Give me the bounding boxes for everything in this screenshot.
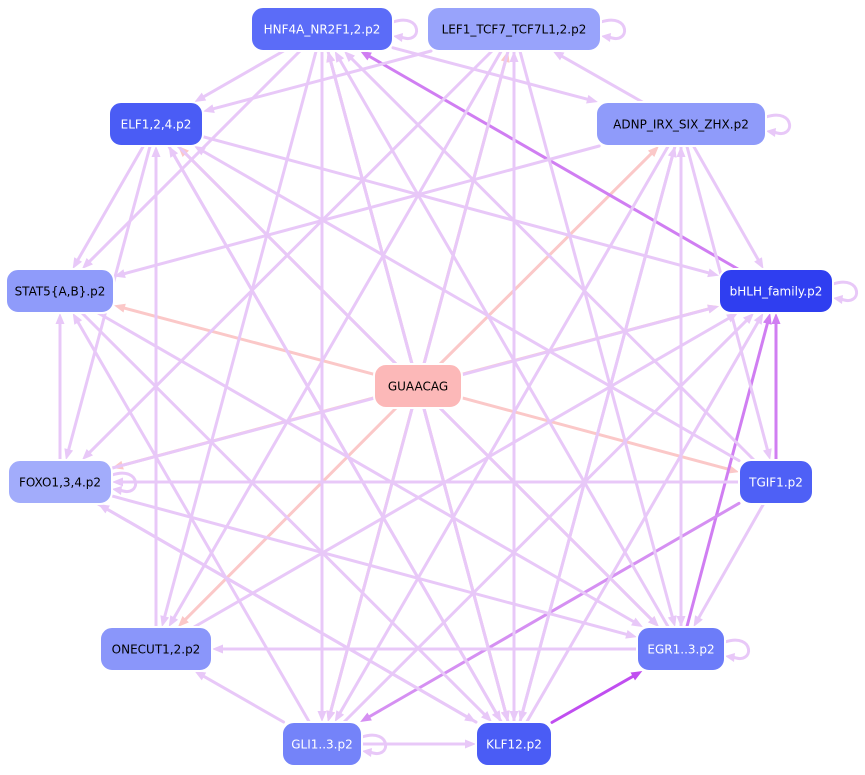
edge-foxo-to-stat5 [55,313,65,462]
node-label: FOXO1,3,4.p2 [19,476,101,490]
node-label: bHLH_family.p2 [730,285,823,299]
node-elf1[interactable]: ELF1,2,4.p2 [108,101,204,147]
node-box [250,6,394,52]
edge-adnp-to-lef1 [552,51,644,104]
edge-tgif1-to-hnf4a [344,51,756,462]
edge-elf1-to-bhlh [201,135,719,278]
node-label: KLF12.p2 [486,738,542,752]
edge-tgif1-to-bhlh [771,313,781,462]
edge-klf12-to-egr1 [550,671,643,724]
edge-stat5-to-egr1 [96,311,643,627]
edge-gli1-to-klf12 [360,739,476,749]
edge-gli1-to-bhlh [342,313,754,724]
edge-egr1-to-bhlh [685,313,772,629]
edge-hnf4a-to-onecut [160,49,318,627]
edge-adnp-to-stat5 [114,144,601,278]
edge-klf12-to-foxo [98,504,478,724]
node-guaacag[interactable]: GUAACAG [373,363,463,409]
edge-lef1-to-egr1 [518,49,677,627]
node-adnp[interactable]: ADNP_IRX_SIX_ZHX.p2 [595,101,767,147]
node-lef1[interactable]: LEF1_TCF7_TCF7L1,2.p2 [426,6,602,52]
edge-tgif1-to-foxo [112,477,741,487]
edge-klf12-to-adnp [518,146,677,724]
node-box [426,6,602,52]
node-label: EGR1..3.p2 [647,643,714,657]
node-box [373,363,463,409]
node-label: TGIF1.p2 [748,476,803,490]
edge-adnp-to-gli1 [334,144,670,722]
edge-adnp-to-bhlh [692,144,764,269]
node-box [636,626,726,672]
node-label: STAT5{A,B}.p2 [15,285,106,299]
node-label: ELF1,2,4.p2 [121,118,192,132]
self-loop-bhlh [832,280,858,304]
edge-hnf4a-to-adnp [391,46,598,104]
node-label: HNF4A_NR2F1,2.p2 [264,23,381,37]
node-label: ONECUT1,2.p2 [112,643,201,657]
edge-klf12-to-elf1 [168,146,503,724]
edge-tgif1-to-elf1 [194,146,741,463]
edge-guaacag-to-stat5 [114,303,376,376]
edge-tgif1-to-gli1 [360,501,741,722]
edge-egr1-to-adnp [676,146,686,629]
node-klf12[interactable]: KLF12.p2 [475,721,553,767]
edge-lef1-to-elf1 [203,49,433,114]
node-box [718,268,834,314]
edge-layer [55,18,858,757]
edge-gli1-to-onecut [194,671,286,724]
self-loop-foxo [111,471,137,495]
node-box [99,626,213,672]
self-loop-gli1 [361,733,387,757]
node-bhlh[interactable]: bHLH_family.p2 [718,268,834,314]
node-box [281,721,363,767]
node-box [7,459,113,505]
self-loop-egr1 [724,638,750,662]
node-hnf4a[interactable]: HNF4A_NR2F1,2.p2 [250,6,394,52]
node-layer: HNF4A_NR2F1,2.p2 LEF1_TCF7_TCF7L1,2.p2ELF… [5,6,834,767]
edge-onecut-to-bhlh [192,313,738,629]
node-label: GUAACAG [388,380,448,394]
self-loop-adnp [765,113,791,137]
node-box [475,721,553,767]
node-box [5,268,115,314]
node-box [595,101,767,147]
node-label: LEF1_TCF7_TCF7L1,2.p2 [442,23,587,37]
edge-hnf4a-to-elf1 [194,49,286,102]
edge-bhlh-to-hnf4a [360,51,740,271]
node-foxo[interactable]: FOXO1,3,4.p2 [7,459,113,505]
node-box [108,101,204,147]
node-box [738,459,814,505]
edge-hnf4a-to-stat5 [82,49,302,269]
edge-foxo-to-egr1 [110,494,637,639]
edge-onecut-to-elf1 [151,146,161,629]
edge-egr1-to-onecut [212,644,639,654]
edge-hnf4a-to-gli1 [317,49,327,722]
self-loop-lef1 [600,18,626,42]
node-onecut[interactable]: ONECUT1,2.p2 [99,626,213,672]
node-egr1[interactable]: EGR1..3.p2 [636,626,726,672]
node-label: ADNP_IRX_SIX_ZHX.p2 [613,118,749,132]
edge-tgif1-to-egr1 [693,502,765,627]
edge-lef1-to-onecut [168,49,503,627]
edge-elf1-to-stat5 [72,144,145,269]
edge-guaacag-to-onecut [177,406,398,627]
node-stat5[interactable]: STAT5{A,B}.p2 [5,268,115,314]
node-gli1[interactable]: GLI1..3.p2 [281,721,363,767]
edge-klf12-to-lef1 [509,51,519,724]
node-label: GLI1..3.p2 [291,738,353,752]
edge-gli1-to-stat5 [72,313,311,724]
self-loop-hnf4a [392,18,418,42]
node-tgif1[interactable]: TGIF1.p2 [738,459,814,505]
edge-guaacag-to-adnp [438,146,659,366]
edge-klf12-to-bhlh [525,313,764,724]
edge-egr1-to-hnf4a [334,51,670,629]
